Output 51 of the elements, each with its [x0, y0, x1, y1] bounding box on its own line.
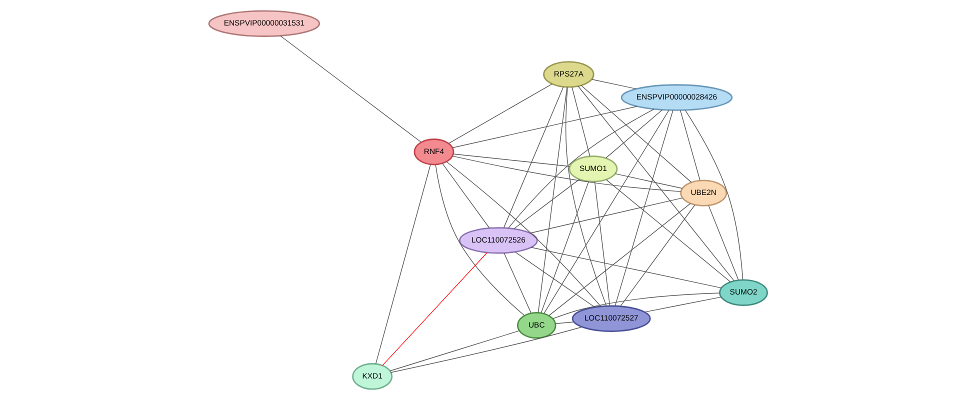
node-ellipse: ENSPVIP00000031531: [208, 10, 320, 37]
connector: [280, 36, 421, 142]
connector: [580, 85, 692, 183]
connector: [708, 205, 738, 280]
node-ellipse: LOC110072527: [571, 305, 650, 332]
connector: [644, 296, 721, 312]
node-ellipse: ENSPVIP00000028426: [620, 84, 732, 111]
connector: [502, 86, 564, 228]
node-ellipse: KXD1: [352, 363, 392, 390]
node-ellipse: RNF4: [413, 138, 454, 166]
connector: [571, 86, 590, 157]
connector: [503, 252, 531, 314]
connector: [540, 181, 588, 314]
connector: [452, 156, 681, 192]
node-ellipse: LOC110072526: [458, 227, 538, 254]
connector: [446, 161, 600, 307]
connector: [452, 106, 637, 148]
connector: [548, 203, 690, 316]
connector: [684, 110, 743, 280]
connector: [554, 322, 574, 324]
connector: [514, 252, 595, 308]
connector: [513, 178, 580, 229]
node-ellipse: UBE2N: [680, 180, 727, 206]
connector: [374, 164, 430, 364]
connector: [614, 173, 682, 189]
connector: [542, 110, 669, 314]
connector: [389, 330, 520, 372]
connector: [442, 163, 490, 228]
node-ellipse: SUMO1: [568, 156, 618, 182]
connector: [434, 164, 524, 316]
connector: [614, 110, 673, 306]
connector: [507, 108, 654, 229]
connector: [565, 87, 606, 306]
connector: [552, 292, 720, 320]
connector: [390, 326, 582, 373]
connector: [577, 86, 734, 282]
node-ellipse: RPS27A: [542, 61, 594, 88]
connector: [605, 179, 730, 282]
connector: [591, 79, 636, 90]
connector: [679, 110, 700, 181]
connector: [530, 247, 722, 288]
connector: [620, 204, 695, 307]
connector: [594, 181, 610, 306]
connector: [605, 110, 662, 158]
connector: [529, 198, 682, 234]
connector: [448, 84, 552, 144]
node-ellipse: UBC: [516, 312, 556, 339]
connector: [537, 86, 567, 313]
connector: [382, 252, 487, 366]
node-ellipse: SUMO2: [718, 279, 768, 306]
connector: [452, 154, 570, 167]
